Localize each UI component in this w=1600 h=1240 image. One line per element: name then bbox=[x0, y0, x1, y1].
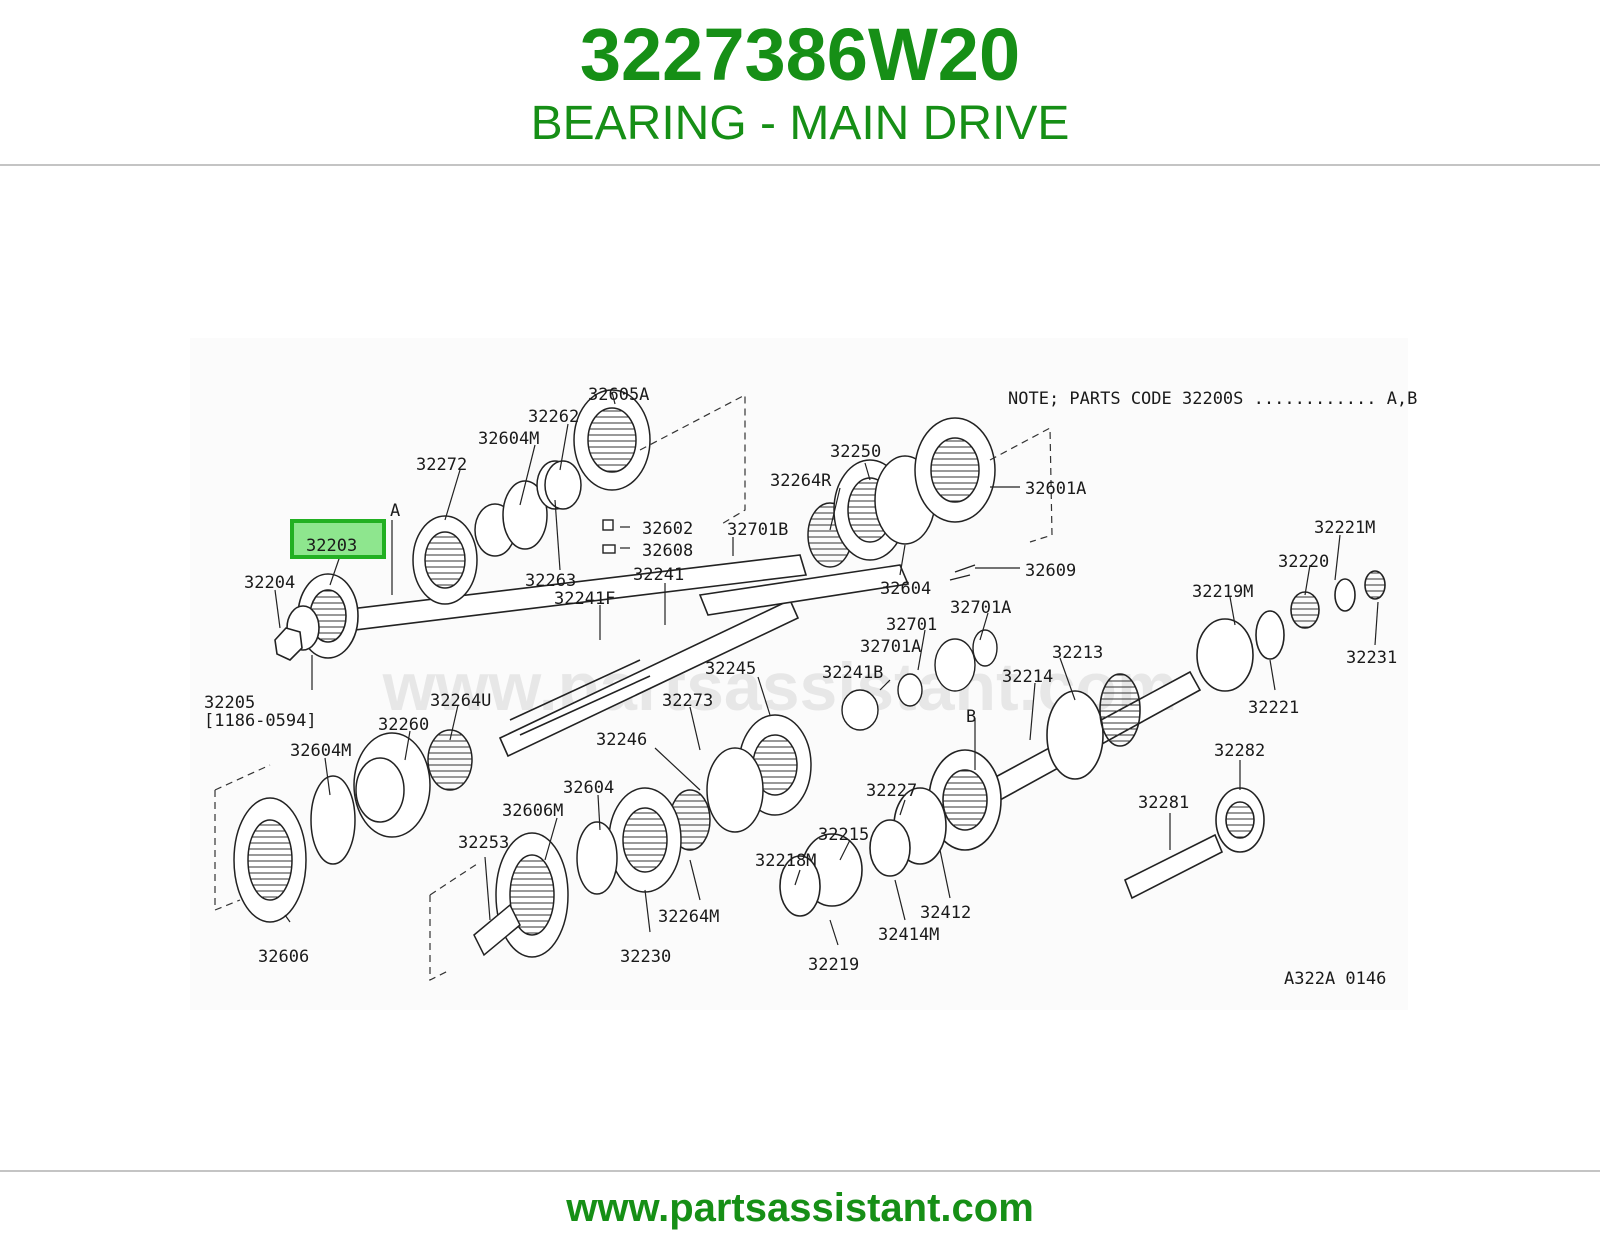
callout-32205-range: [1186-0594] bbox=[204, 711, 317, 731]
main-shaft bbox=[298, 554, 910, 758]
callout-32609[interactable]: 32609 bbox=[1025, 561, 1076, 581]
watermark-text: www.partsassistant.com bbox=[382, 649, 1178, 725]
callout-32606M[interactable]: 32606M bbox=[502, 801, 563, 821]
callout-32253[interactable]: 32253 bbox=[458, 833, 509, 853]
header-divider bbox=[0, 164, 1600, 166]
callout-32604M-top[interactable]: 32604M bbox=[478, 429, 539, 449]
bearing-32203-assembly bbox=[274, 573, 359, 661]
small-fasteners bbox=[602, 519, 998, 731]
group-brackets bbox=[214, 394, 1053, 981]
callout-32282[interactable]: 32282 bbox=[1214, 741, 1265, 761]
callout-32701B[interactable]: 32701B bbox=[727, 520, 788, 540]
callout-32606[interactable]: 32606 bbox=[258, 947, 309, 967]
callout-32273[interactable]: 32273 bbox=[662, 691, 713, 711]
exploded-view-svg: www.partsassistant.com bbox=[190, 338, 1417, 1010]
callout-32414M[interactable]: 32414M bbox=[878, 925, 939, 945]
callout-32214[interactable]: 32214 bbox=[1002, 667, 1053, 687]
callout-32213[interactable]: 32213 bbox=[1052, 643, 1103, 663]
part-name-subtitle: BEARING - MAIN DRIVE bbox=[530, 97, 1070, 150]
callout-32412[interactable]: 32412 bbox=[920, 903, 971, 923]
callout-32264U[interactable]: 32264U bbox=[430, 691, 491, 711]
callout-32205[interactable]: 32205 bbox=[204, 693, 255, 713]
callout-letter-A: A bbox=[390, 501, 400, 521]
callout-labels: 32605A 32262 32604M 32272 32203 32204 32… bbox=[204, 385, 1397, 975]
callout-32219[interactable]: 32219 bbox=[808, 955, 859, 975]
callout-32601A[interactable]: 32601A bbox=[1025, 479, 1086, 499]
callout-32220[interactable]: 32220 bbox=[1278, 552, 1329, 572]
callout-32227[interactable]: 32227 bbox=[866, 781, 917, 801]
callout-32221[interactable]: 32221 bbox=[1248, 698, 1299, 718]
callout-32263[interactable]: 32263 bbox=[525, 571, 576, 591]
callout-32701A-lower[interactable]: 32701A bbox=[860, 637, 921, 657]
callout-32230[interactable]: 32230 bbox=[620, 947, 671, 967]
callout-32260[interactable]: 32260 bbox=[378, 715, 429, 735]
callout-32264M[interactable]: 32264M bbox=[658, 907, 719, 927]
callout-32203[interactable]: 32203 bbox=[306, 536, 357, 556]
callout-32219M[interactable]: 32219M bbox=[1192, 582, 1253, 602]
callout-32602[interactable]: 32602 bbox=[642, 519, 693, 539]
gear-32250-assembly bbox=[807, 417, 996, 568]
callout-32281[interactable]: 32281 bbox=[1138, 793, 1189, 813]
callout-32218M[interactable]: 32218M bbox=[755, 851, 816, 871]
callout-letter-B: B bbox=[966, 707, 976, 727]
footer-website-link[interactable]: www.partsassistant.com bbox=[566, 1186, 1034, 1230]
callout-32250[interactable]: 32250 bbox=[830, 442, 881, 462]
parts-code-note: NOTE; PARTS CODE 32200S ............ A,B bbox=[1008, 389, 1417, 409]
page-header: 3227386W20 BEARING - MAIN DRIVE bbox=[0, 0, 1600, 168]
callout-32245[interactable]: 32245 bbox=[705, 659, 756, 679]
gear-32230-assembly bbox=[473, 714, 812, 958]
callout-32215[interactable]: 32215 bbox=[818, 825, 869, 845]
figure-code: A322A 0146 bbox=[1284, 969, 1386, 989]
callout-32264R[interactable]: 32264R bbox=[770, 471, 832, 491]
callout-32241F[interactable]: 32241F bbox=[554, 589, 615, 609]
callout-32272[interactable]: 32272 bbox=[416, 455, 467, 475]
callout-32604-top[interactable]: 32604 bbox=[880, 579, 931, 599]
counter-shaft bbox=[779, 570, 1386, 917]
gear-32272-assembly bbox=[412, 389, 651, 605]
callout-32262[interactable]: 32262 bbox=[528, 407, 579, 427]
callout-32204[interactable]: 32204 bbox=[244, 573, 295, 593]
callout-32231[interactable]: 32231 bbox=[1346, 648, 1397, 668]
callout-32241[interactable]: 32241 bbox=[633, 565, 684, 585]
callout-32605A[interactable]: 32605A bbox=[588, 385, 649, 405]
callout-32604-bottom[interactable]: 32604 bbox=[563, 778, 614, 798]
callout-32701[interactable]: 32701 bbox=[886, 615, 937, 635]
callout-32701A-upper[interactable]: 32701A bbox=[950, 598, 1011, 618]
callout-32221M[interactable]: 32221M bbox=[1314, 518, 1375, 538]
callout-32241B[interactable]: 32241B bbox=[822, 663, 883, 683]
callout-32604M-bottom[interactable]: 32604M bbox=[290, 741, 351, 761]
footer-divider bbox=[0, 1170, 1600, 1172]
parts-diagram: www.partsassistant.com bbox=[0, 168, 1600, 1172]
callout-32608[interactable]: 32608 bbox=[642, 541, 693, 561]
highlight-box-32203[interactable] bbox=[290, 519, 386, 559]
gear-32260-assembly bbox=[233, 729, 473, 923]
leader-lines bbox=[274, 391, 1379, 946]
callout-32246[interactable]: 32246 bbox=[596, 730, 647, 750]
part-number-title: 3227386W20 bbox=[579, 13, 1021, 96]
